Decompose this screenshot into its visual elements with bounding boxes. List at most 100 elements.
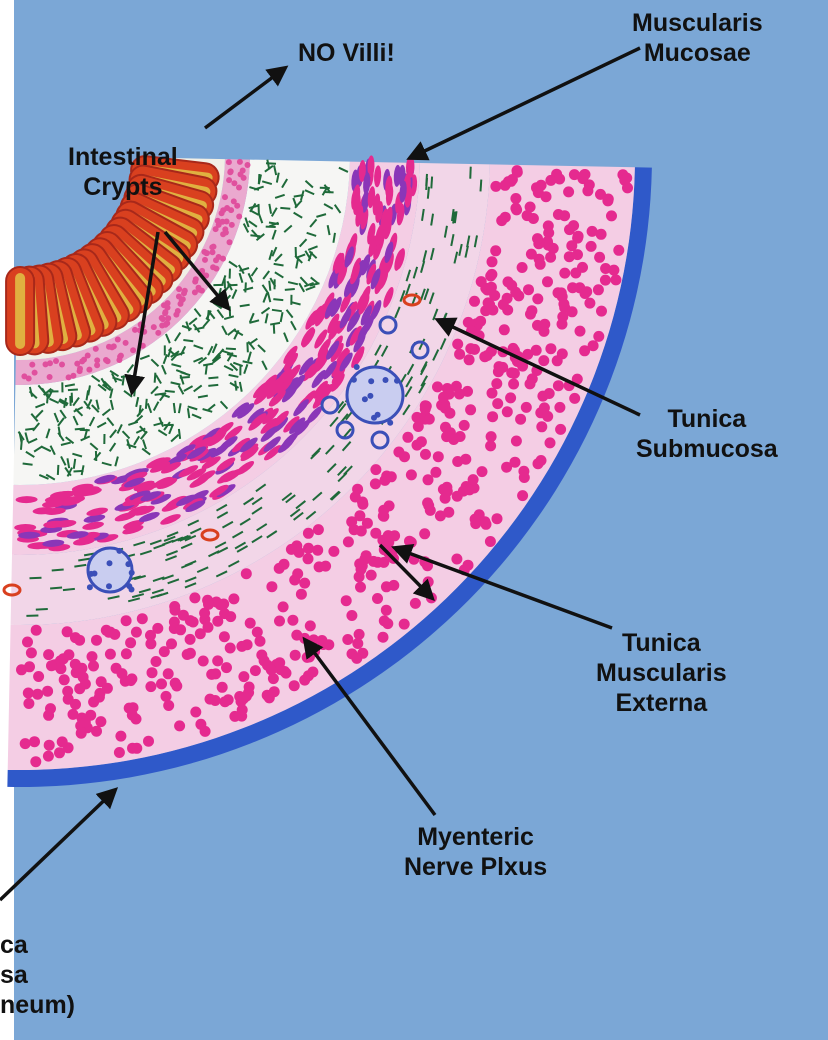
muscle-nucleus (452, 339, 463, 350)
muscle-nucleus (225, 643, 236, 654)
muscle-nucleus (289, 680, 300, 691)
muscle-nucleus (575, 326, 586, 337)
muscle-nucleus (312, 545, 323, 556)
gland-cell (129, 570, 135, 576)
muscle-nucleus (413, 421, 424, 432)
muscle-nucleus (492, 513, 503, 524)
mucosae-nucleus (222, 226, 228, 232)
muscle-nucleus (554, 174, 565, 185)
muscle-nucleus (564, 224, 575, 235)
muscle-nucleus (111, 663, 122, 674)
muscle-nucleus (584, 298, 595, 309)
muscle-nucleus (241, 568, 252, 579)
muscle-nucleus (269, 686, 280, 697)
mucosae-nucleus (228, 207, 234, 213)
mucosae-nucleus (213, 226, 219, 232)
muscle-nucleus (383, 530, 394, 541)
muscle-nucleus (545, 252, 556, 263)
gland-cell (354, 364, 360, 370)
muscle-nucleus (210, 695, 221, 706)
muscle-nucleus (328, 546, 339, 557)
mucosae-nucleus (209, 244, 215, 250)
connective-fiber (123, 375, 124, 385)
mucosae-nucleus (227, 239, 233, 245)
muscle-nucleus (346, 610, 357, 621)
muscle-nucleus (109, 629, 120, 640)
muscle-nucleus (323, 639, 334, 650)
muscle-nucleus (451, 381, 462, 392)
muscle-nucleus (468, 474, 479, 485)
mucosae-nucleus (79, 358, 85, 364)
muscle-nucleus (23, 698, 34, 709)
muscle-nucleus (528, 213, 539, 224)
muscle-nucleus (114, 747, 125, 758)
muscle-nucleus (43, 751, 54, 762)
muscle-nucleus (303, 553, 314, 564)
muscle-nucleus (307, 667, 318, 678)
muscle-nucleus (477, 466, 488, 477)
muscle-nucleus (121, 648, 132, 659)
muscle-nucleus (43, 649, 54, 660)
muscle-nucleus (127, 743, 138, 754)
muscle-nucleus (552, 355, 563, 366)
muscle-nucleus (517, 262, 528, 273)
mucosae-nucleus (53, 358, 59, 364)
muscle-nucleus (303, 528, 314, 539)
muscle-nucleus (229, 711, 240, 722)
muscle-nucleus (543, 220, 554, 231)
plexus-fiber (52, 569, 64, 570)
gland-cell (126, 583, 132, 589)
muscle-nucleus (143, 736, 154, 747)
muscle-nucleus (163, 700, 174, 711)
muscle-nucleus (440, 422, 451, 433)
mucosae-nucleus (176, 286, 182, 292)
muscle-nucleus (579, 345, 590, 356)
muscle-nucleus (279, 559, 290, 570)
muscle-nucleus (433, 451, 444, 462)
muscle-nucleus (554, 402, 565, 413)
mucosae-nucleus (176, 294, 182, 300)
mucosae-nucleus (202, 257, 208, 263)
mucosae-nucleus (26, 376, 32, 382)
muscle-nucleus (22, 637, 33, 648)
plexus-fiber (481, 180, 482, 192)
muscle-nucleus (399, 619, 410, 630)
mucosae-nucleus (173, 312, 179, 318)
mucosae-nucleus (66, 374, 72, 380)
connective-fiber (58, 465, 59, 475)
muscle-nucleus (195, 719, 206, 730)
mucosae-nucleus (94, 362, 100, 368)
muscle-nucleus (217, 682, 228, 693)
muscle-nucleus (600, 275, 611, 286)
muscle-nucleus (266, 664, 277, 675)
muscle-nucleus (502, 406, 513, 417)
muscle-nucleus (124, 703, 135, 714)
muscle-nucleus (559, 210, 570, 221)
muscle-nucleus (372, 593, 383, 604)
muscle-nucleus (203, 622, 214, 633)
muscle-nucleus (24, 661, 35, 672)
muscle-nucleus (533, 458, 544, 469)
muscle-nucleus (424, 414, 435, 425)
muscle-nucleus (357, 497, 368, 508)
muscle-nucleus (555, 424, 566, 435)
muscle-nucleus (399, 451, 410, 462)
muscle-nucleus (275, 664, 286, 675)
arrow-no-villi (205, 68, 285, 128)
mucosae-nucleus (132, 327, 138, 333)
mucosae-nucleus (123, 340, 129, 346)
connective-fiber (285, 289, 295, 290)
muscle-nucleus (485, 440, 496, 451)
mucosae-nucleus (111, 343, 117, 349)
muscle-nucleus (443, 507, 454, 518)
mucosae-nucleus (236, 185, 242, 191)
connective-fiber (228, 285, 238, 286)
muscle-nucleus (465, 404, 476, 415)
connective-fiber (235, 381, 236, 391)
mucosae-nucleus (29, 362, 35, 368)
mucosae-nucleus (85, 353, 91, 359)
muscle-nucleus (351, 653, 362, 664)
mucosae-nucleus (226, 159, 232, 165)
mucosae-nucleus (196, 285, 202, 291)
